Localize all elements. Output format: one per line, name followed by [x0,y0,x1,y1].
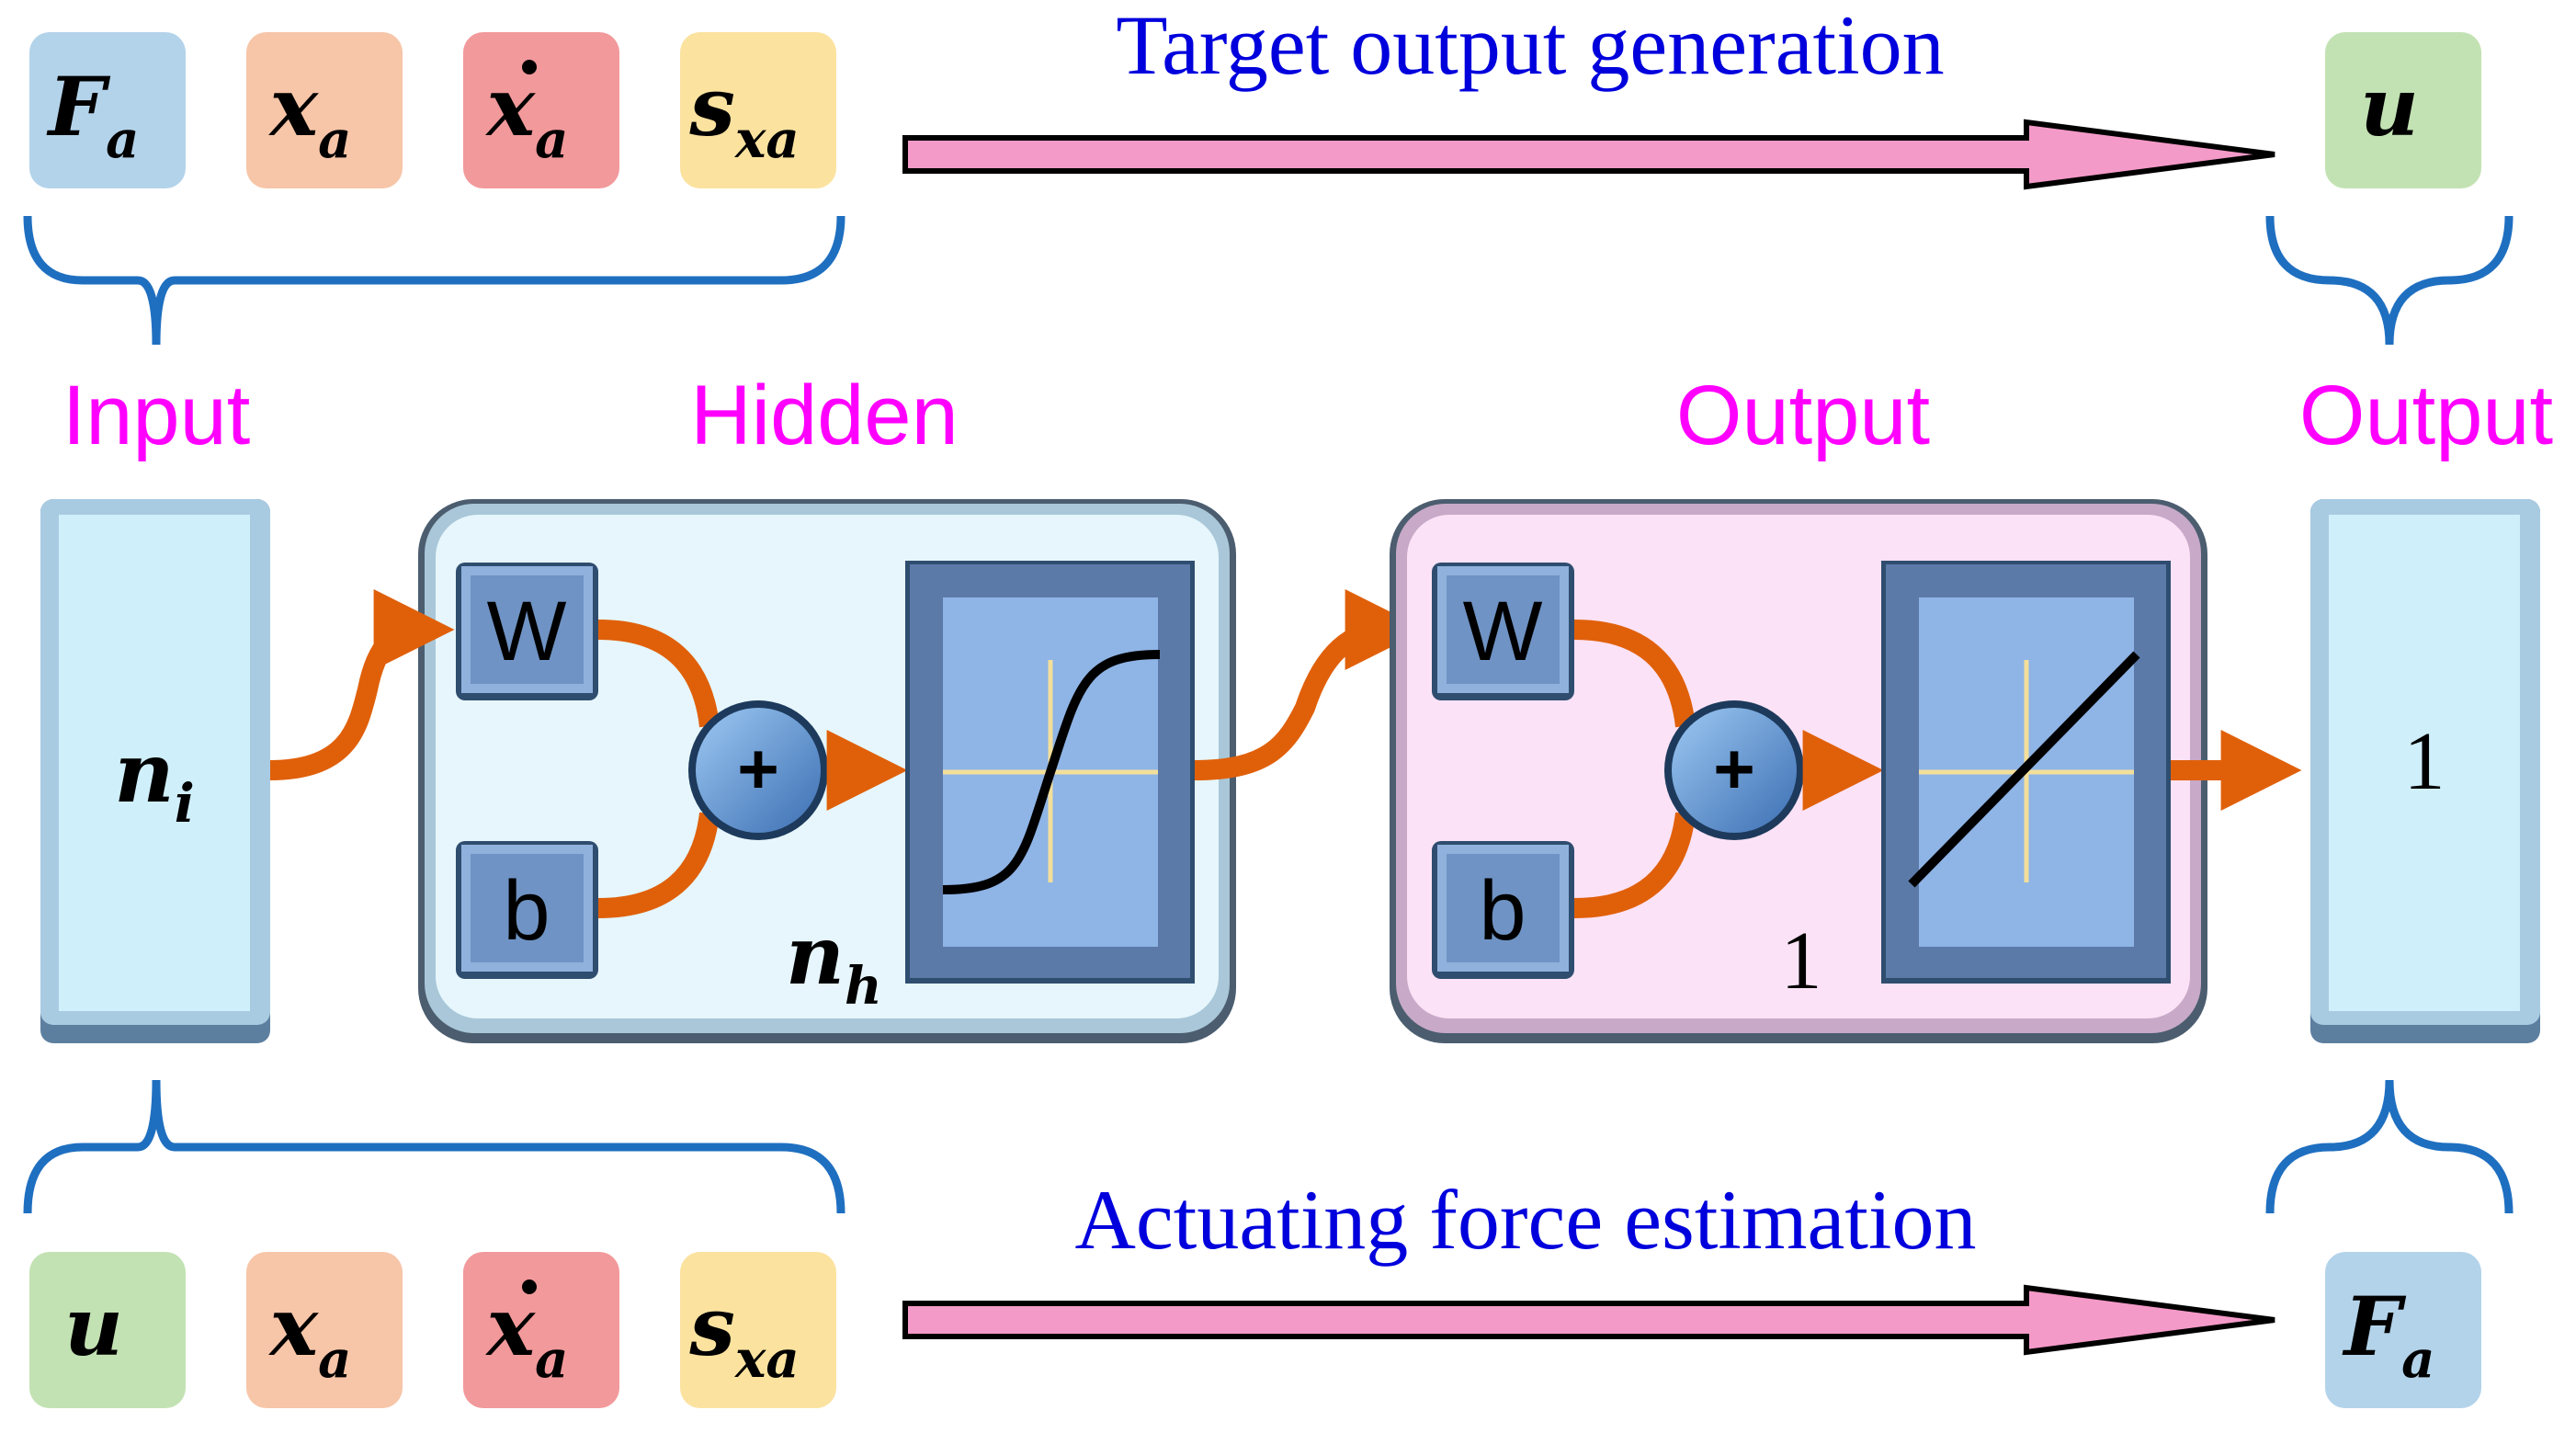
svg-text:xa: xa [485,59,569,170]
output-label: Output [2299,369,2553,462]
top-output-brace [2265,215,2514,346]
linear-activation-block [1881,561,2171,984]
svg-text:sxa: sxa [688,1279,799,1390]
bottom-input-tile-1: xa [246,1252,403,1408]
bottom-input-brace [23,1079,845,1214]
hidden-bias-block: b [456,841,598,979]
bottom-input-tile-0: u [29,1252,186,1408]
bottom-output-tile: Fa [2325,1252,2481,1408]
svg-text:xa: xa [268,1279,352,1390]
linear-line [1908,651,2140,888]
output-sum-node: + [1664,700,1804,840]
output-layer-size-label: 1 [1781,916,1822,1007]
top-input-tile-1: xa [246,32,403,188]
output-block: 1 [2310,499,2540,1043]
svg-text:+: + [737,728,779,809]
bottom-flow-arrow [902,1284,2275,1356]
svg-text:b: b [503,864,550,958]
output-layer-label: Output [1676,369,1930,462]
derivative-dot [522,1279,537,1294]
top-input-brace [23,215,845,346]
top-input-boxes: Fa xa xa sxa [29,32,836,188]
top-input-tile-2: xa [463,32,619,188]
hidden-layer-panel: W b + nh [418,499,1236,1043]
sigmoid-curve [942,650,1161,894]
svg-text:Fa: Fa [2342,1279,2435,1390]
svg-text:xa: xa [268,59,352,170]
top-flow-arrow [902,119,2275,190]
output-size-label: 1 [2404,716,2445,807]
svg-text:W: W [1463,585,1543,678]
derivative-dot [522,60,537,74]
hidden-to-output-connector [1194,589,1426,780]
bottom-output-brace [2265,1079,2514,1214]
input-to-hidden-connector [269,589,455,780]
bottom-caption: Actuating force estimation [1074,1173,1976,1267]
output-bias-block: b [1432,841,1574,979]
hidden-size-label: nh [786,907,882,1017]
svg-text:Fa: Fa [46,59,140,170]
bottom-input-boxes: u xa xa sxa [29,1252,836,1408]
input-layer-block: ni [40,499,270,1043]
top-output-tile: u [2325,32,2481,188]
hidden-weight-block: W [456,563,598,700]
bottom-input-tile-2: xa [463,1252,619,1408]
output-layer-panel: W b + 1 [1390,499,2207,1043]
input-size-label: ni [114,724,194,835]
sigmoid-activation-block [905,561,1195,984]
bottom-input-tile-3: sxa [680,1252,836,1408]
top-input-tile-0: Fa [29,32,186,188]
svg-text:xa: xa [485,1279,569,1390]
svg-text:W: W [487,585,567,678]
svg-text:u: u [64,1279,123,1374]
top-input-tile-3: sxa [680,32,836,188]
output-weight-block: W [1432,563,1574,700]
top-output-box: u [2325,32,2481,188]
hidden-sum-node: + [688,700,828,840]
svg-text:+: + [1713,728,1755,809]
top-caption: Target output generation [1116,0,1944,92]
hidden-layer-label: Hidden [690,369,959,462]
svg-text:sxa: sxa [688,59,799,170]
svg-text:u: u [2360,59,2419,154]
input-layer-label: Input [62,369,251,462]
bottom-output-box: Fa [2325,1252,2481,1408]
svg-text:b: b [1479,864,1526,958]
